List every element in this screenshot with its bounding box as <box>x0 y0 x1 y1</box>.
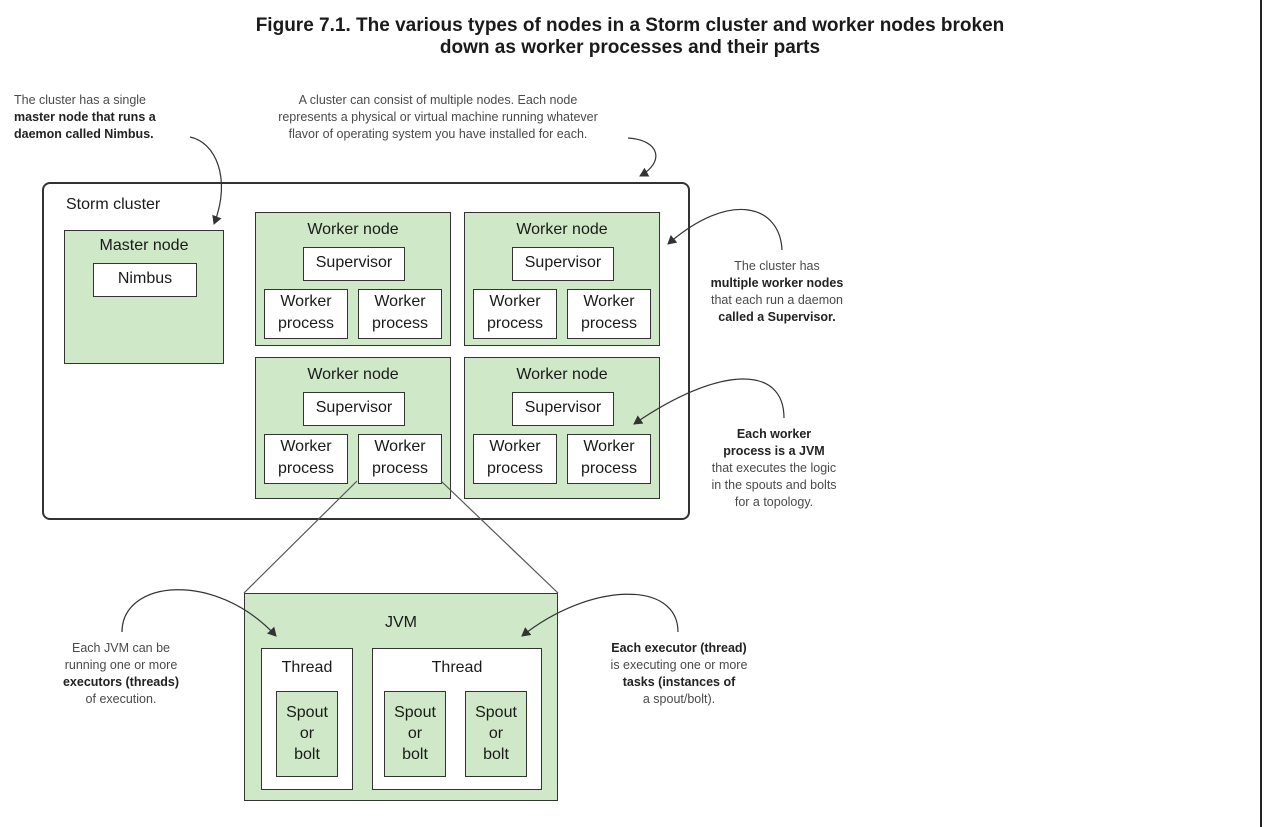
arrow-nodes-note <box>627 137 657 177</box>
thread-label: Thread <box>281 659 333 676</box>
note-worker-process: Each worker process is a JVM that execut… <box>711 427 837 509</box>
worker-node-1: Worker node Supervisor Worker process Wo… <box>255 212 451 346</box>
worker-process-box: Worker process <box>264 289 348 339</box>
spout-or-bolt-task: Spout or bolt <box>384 691 446 777</box>
note-jvm-executors: Each JVM can be running one or more exec… <box>62 641 179 706</box>
spout-or-bolt-task: Spout or bolt <box>276 691 338 777</box>
worker-node-2: Worker node Supervisor Worker process Wo… <box>464 212 660 346</box>
storm-cluster-label: Storm cluster <box>66 196 161 213</box>
supervisor-label: Supervisor <box>315 254 393 271</box>
figure-title-line-1: Figure 7.1. The various types of nodes i… <box>255 15 1005 36</box>
page-edge-line <box>1260 0 1262 827</box>
nimbus-box: Nimbus <box>93 263 197 297</box>
thread-box: Thread Spout or bolt Spout or bolt <box>372 648 542 790</box>
figure-title: Figure 7.1. The various types of nodes i… <box>150 15 1110 59</box>
supervisor-label: Supervisor <box>315 399 393 416</box>
worker-node-label: Worker node <box>307 221 399 238</box>
note-master-node: The cluster has a single master node tha… <box>14 93 156 141</box>
arrow-jvm-note <box>121 589 277 637</box>
supervisor-label: Supervisor <box>524 254 602 271</box>
arrow-executor-note <box>521 593 679 637</box>
arrow-worker-process-note <box>633 378 785 425</box>
spout-or-bolt-task: Spout or bolt <box>465 691 527 777</box>
worker-process-box-expanded: Worker process <box>358 434 442 484</box>
worker-node-label: Worker node <box>307 366 399 383</box>
worker-node-3: Worker node Supervisor Worker process Wo… <box>255 357 451 499</box>
supervisor-box: Supervisor <box>512 392 614 426</box>
jvm-label: JVM <box>385 614 417 631</box>
worker-process-box: Worker process <box>358 289 442 339</box>
arrow-worker-nodes-note <box>667 208 783 251</box>
jvm-box: JVM Thread Spout or bolt Thread Spout or… <box>244 593 558 801</box>
supervisor-box: Supervisor <box>303 392 405 426</box>
worker-process-box: Worker process <box>264 434 348 484</box>
thread-box: Thread Spout or bolt <box>261 648 353 790</box>
worker-process-box: Worker process <box>567 434 651 484</box>
thread-label: Thread <box>431 659 483 676</box>
arrow-master-note <box>189 136 223 225</box>
note-worker-nodes: The cluster has multiple worker nodes th… <box>710 259 844 324</box>
zoom-line-left <box>243 480 358 594</box>
nimbus-label: Nimbus <box>117 270 173 287</box>
worker-process-box: Worker process <box>473 289 557 339</box>
master-node: Master node Nimbus <box>64 230 224 364</box>
worker-process-box: Worker process <box>567 289 651 339</box>
supervisor-box: Supervisor <box>303 247 405 281</box>
supervisor-label: Supervisor <box>524 399 602 416</box>
worker-node-label: Worker node <box>516 221 608 238</box>
supervisor-box: Supervisor <box>512 247 614 281</box>
master-node-label: Master node <box>99 237 189 254</box>
zoom-line-right <box>440 480 559 594</box>
figure-title-line-2: down as worker processes and their parts <box>439 37 821 58</box>
worker-node-4: Worker node Supervisor Worker process Wo… <box>464 357 660 499</box>
worker-node-label: Worker node <box>516 366 608 383</box>
worker-process-box: Worker process <box>473 434 557 484</box>
note-cluster-nodes: A cluster can consist of multiple nodes.… <box>278 93 598 141</box>
note-executor-tasks: Each executor (thread) is executing one … <box>610 641 748 706</box>
